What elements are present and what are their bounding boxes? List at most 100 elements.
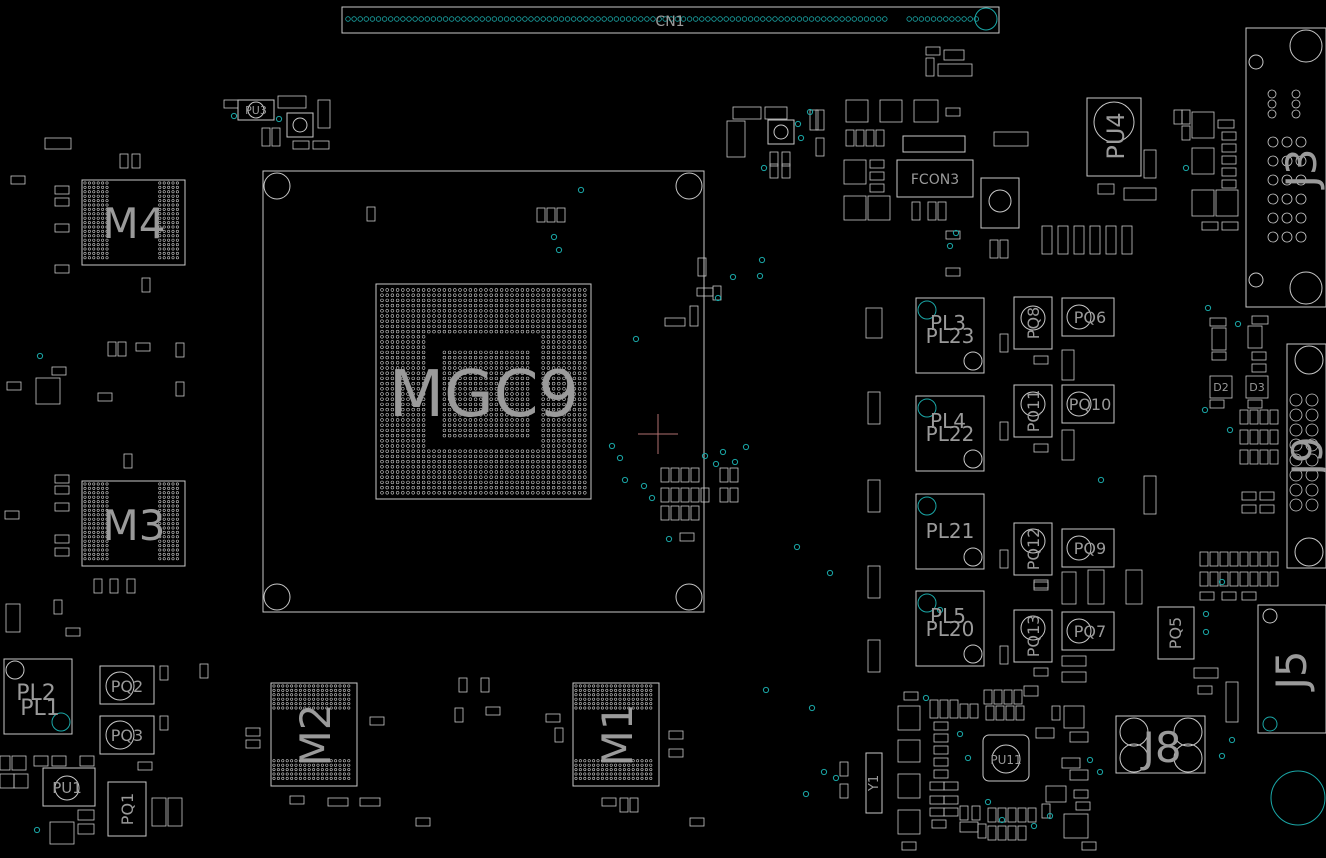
connector-cn1-outline[interactable] bbox=[341, 6, 1000, 34]
inductor-pl21-outline[interactable] bbox=[915, 493, 985, 570]
ball-pad bbox=[401, 402, 405, 407]
ball-pad bbox=[385, 470, 389, 474]
memory-m1-outline[interactable] bbox=[572, 682, 660, 787]
mosfet-pq9-outline[interactable] bbox=[1061, 528, 1115, 568]
ball-pad bbox=[494, 371, 499, 375]
nfu1-body bbox=[988, 189, 1012, 213]
passive-component bbox=[556, 207, 566, 223]
ball-pad bbox=[484, 392, 488, 396]
mosfet-pq8-outline[interactable] bbox=[1013, 296, 1053, 350]
ball-pad bbox=[592, 702, 596, 706]
ball-pad bbox=[307, 768, 311, 772]
ball-pad bbox=[385, 418, 389, 422]
ball-pad bbox=[96, 238, 100, 242]
mosfet-pq13-outline[interactable] bbox=[1013, 609, 1053, 663]
cn1-pin bbox=[394, 16, 400, 22]
passive-component bbox=[1239, 551, 1249, 567]
ball-pad bbox=[171, 185, 175, 189]
ball-pad bbox=[167, 530, 171, 534]
ball-pad bbox=[520, 298, 525, 303]
ball-pad bbox=[644, 776, 648, 780]
u1-body bbox=[292, 117, 308, 133]
mosfet-pq1-outline[interactable] bbox=[107, 781, 147, 837]
passive-component bbox=[999, 645, 1009, 665]
passive-component bbox=[107, 341, 117, 357]
regulator-pu11-outline[interactable] bbox=[982, 734, 1030, 782]
ball-pad bbox=[334, 772, 338, 776]
mgc9-die-outline[interactable] bbox=[375, 283, 592, 500]
ball-pad bbox=[546, 491, 551, 495]
mosfet-pq5-outline[interactable] bbox=[1157, 606, 1195, 660]
ball-pad bbox=[411, 475, 415, 479]
via-hole bbox=[714, 294, 722, 302]
ball-pad bbox=[468, 309, 473, 313]
ball-pad bbox=[158, 212, 162, 216]
ball-pad bbox=[447, 293, 452, 297]
ball-pad bbox=[158, 508, 162, 512]
mosfet-pq7-outline[interactable] bbox=[1061, 611, 1115, 651]
regulator-pu1-outline[interactable] bbox=[42, 767, 96, 807]
ball-pad bbox=[167, 508, 171, 512]
ball-pad bbox=[583, 319, 587, 323]
part-pu3-outline[interactable] bbox=[237, 99, 275, 121]
mosfet-pq3-outline[interactable] bbox=[99, 715, 155, 755]
mosfet-pq12-outline[interactable] bbox=[1013, 522, 1053, 576]
j9-mount-hole bbox=[1294, 345, 1324, 375]
ball-pad bbox=[578, 772, 582, 776]
ball-pad bbox=[525, 402, 530, 407]
mosfet-pq6-outline[interactable] bbox=[1061, 297, 1115, 337]
ball-pad bbox=[312, 759, 316, 763]
ball-pad bbox=[101, 522, 105, 526]
passive-component bbox=[1061, 429, 1075, 461]
ball-pad bbox=[536, 288, 540, 292]
ball-pad bbox=[572, 439, 577, 443]
mosfet-pq10-outline[interactable] bbox=[1061, 384, 1115, 424]
ball-pad bbox=[101, 216, 105, 220]
crystal-y1-outline[interactable] bbox=[865, 752, 883, 814]
inductor-pl20-outline[interactable] bbox=[915, 590, 985, 667]
passive-component bbox=[855, 129, 865, 147]
ball-pad bbox=[87, 522, 91, 526]
memory-m4-outline[interactable] bbox=[81, 179, 186, 266]
memory-m2-outline[interactable] bbox=[270, 682, 358, 787]
inductor-pl23-outline[interactable] bbox=[915, 297, 985, 374]
ball-pad bbox=[649, 684, 653, 688]
mosfet-pq2-outline[interactable] bbox=[99, 665, 155, 705]
ball-pad bbox=[447, 485, 452, 490]
ball-pad bbox=[463, 387, 467, 391]
ball-pad bbox=[171, 190, 175, 194]
mosfet-pq11-outline[interactable] bbox=[1013, 384, 1053, 438]
ball-pad bbox=[515, 465, 519, 469]
connector-j5-outline[interactable] bbox=[1257, 604, 1326, 734]
passive-component bbox=[769, 163, 779, 179]
ball-pad bbox=[447, 491, 452, 495]
ball-pad bbox=[342, 772, 346, 776]
memory-m3-outline[interactable] bbox=[81, 480, 186, 567]
ball-pad bbox=[421, 491, 426, 495]
ball-pad bbox=[442, 309, 447, 313]
ball-pad bbox=[432, 303, 436, 308]
ball-pad bbox=[290, 776, 294, 780]
regulator-pu4-outline[interactable] bbox=[1086, 97, 1142, 177]
part-u2-outline[interactable] bbox=[767, 119, 795, 145]
connector-j8-outline[interactable] bbox=[1115, 715, 1206, 774]
ball-pad bbox=[473, 485, 478, 490]
passive-component bbox=[1123, 187, 1157, 201]
label-d3: D3 bbox=[1249, 381, 1264, 394]
passive-component bbox=[668, 730, 684, 740]
mgc9-package-outline[interactable] bbox=[262, 170, 705, 613]
inductor-pl2-outline[interactable] bbox=[3, 658, 73, 735]
label-pl21: PL21 bbox=[926, 519, 975, 543]
part-nfu1-outline[interactable] bbox=[980, 177, 1020, 229]
ball-pad bbox=[390, 309, 395, 313]
inductor-pl22-outline[interactable] bbox=[915, 395, 985, 472]
connector-j3-outline[interactable] bbox=[1245, 27, 1326, 308]
ball-pad bbox=[463, 433, 467, 438]
part-u1-outline[interactable] bbox=[286, 112, 314, 138]
passive-component bbox=[949, 699, 959, 719]
ball-pad bbox=[395, 459, 400, 464]
passive-component bbox=[680, 467, 690, 483]
connector-fcon3-outline[interactable] bbox=[896, 159, 974, 198]
connector-j9-outline[interactable] bbox=[1286, 343, 1326, 569]
